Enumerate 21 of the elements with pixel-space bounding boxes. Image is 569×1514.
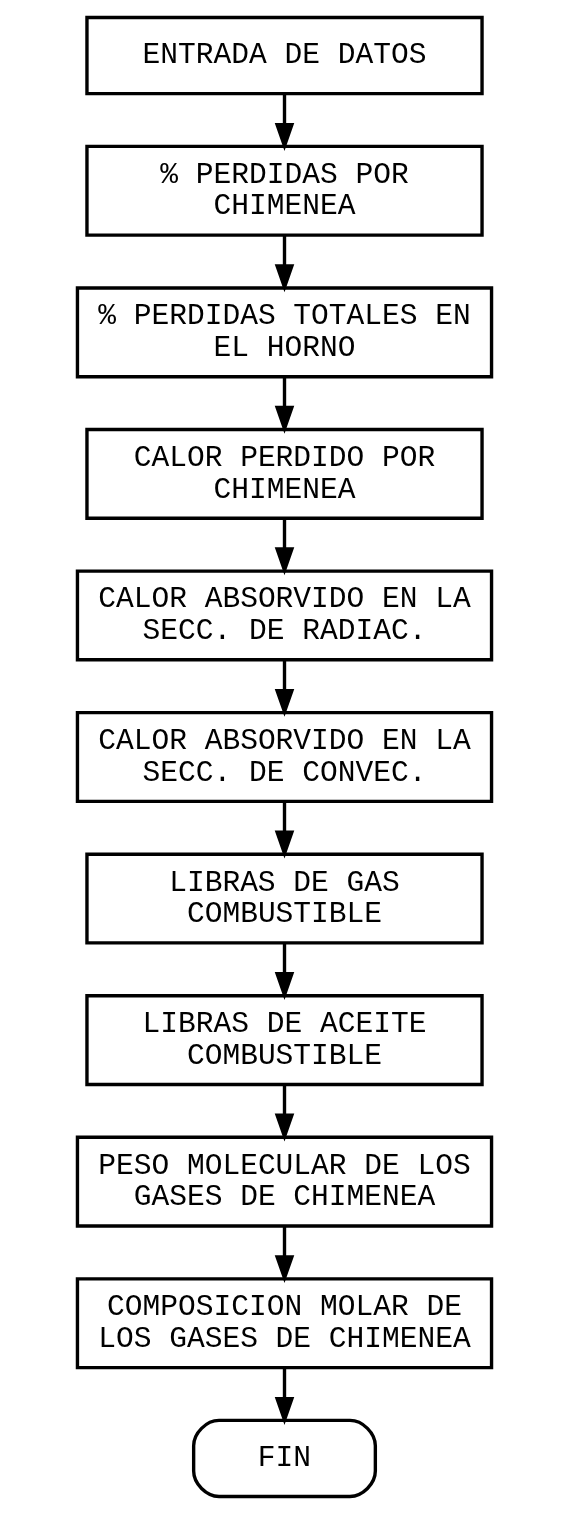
node-box: % PERDIDAS POR CHIMENEA (85, 144, 484, 237)
node-box: COMPOSICION MOLAR DE LOS GASES DE CHIMENEA (75, 1277, 494, 1370)
arrow (274, 377, 295, 434)
node-box: CALOR PERDIDO POR CHIMENEA (85, 427, 484, 520)
node-box: % PERDIDAS TOTALES EN EL HORNO (75, 286, 494, 379)
arrow (274, 1084, 295, 1142)
arrow (274, 518, 295, 576)
arrow (274, 94, 295, 151)
arrow (274, 235, 295, 293)
node-box: ENTRADA DE DATOS (85, 15, 484, 96)
node-box: LIBRAS DE ACEITE COMBUSTIBLE (85, 994, 484, 1087)
arrow (274, 660, 295, 717)
arrow (274, 943, 295, 1000)
node-box: LIBRAS DE GAS COMBUSTIBLE (85, 852, 484, 945)
node-box: CALOR ABSORVIDO EN LA SECC. DE CONVEC. (75, 710, 494, 804)
arrow (274, 1226, 295, 1284)
node-box: PESO MOLECULAR DE LOS GASES DE CHIMENEA (75, 1135, 494, 1228)
node-box: FIN (191, 1418, 378, 1499)
node-box: CALOR ABSORVIDO EN LA SECC. DE RADIAC. (75, 569, 494, 662)
arrow (274, 801, 295, 859)
arrow (274, 1368, 295, 1426)
